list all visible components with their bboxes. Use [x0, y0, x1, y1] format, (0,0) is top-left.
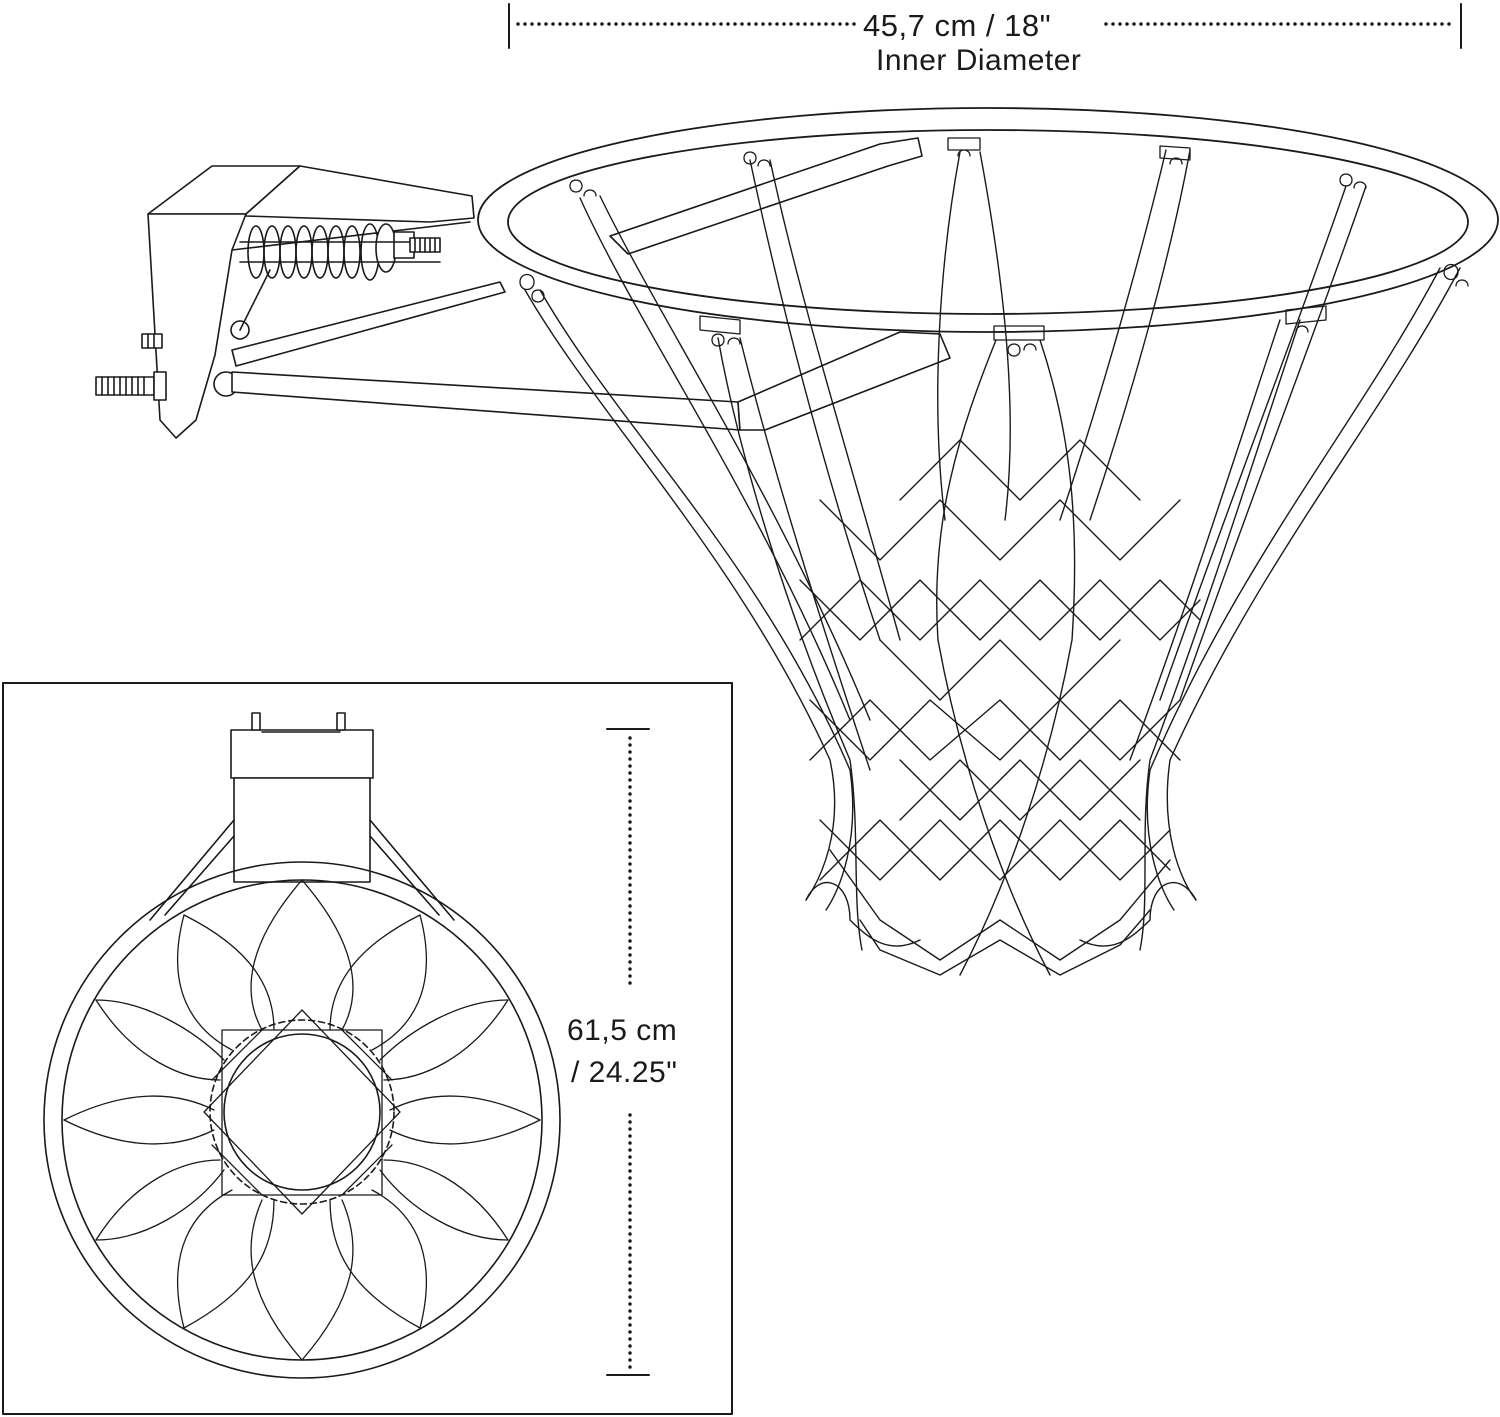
top-view-net: [63, 879, 541, 1361]
spring-coils: [239, 223, 441, 281]
top-view-drawing: [43, 712, 561, 1379]
depth-imperial-value: / 24.25": [571, 1056, 678, 1089]
net-perspective: [524, 149, 1461, 976]
net-hooks: [519, 137, 1469, 357]
rim-perspective: [477, 107, 1499, 357]
depth-metric-value: 61,5 cm: [567, 1014, 678, 1047]
inner-diameter-value: 45,7 cm / 18": [863, 8, 1052, 43]
bolt-upper-left: [141, 333, 163, 349]
bolt-upper: [409, 237, 441, 253]
bolt-lower-left: [95, 371, 167, 401]
depth-dimension-line: [606, 728, 650, 1376]
inner-diameter-dimension-line: [508, 3, 1462, 49]
rim-support-struts: [231, 137, 951, 431]
mounting-bracket: [95, 165, 475, 439]
inner-diameter-caption: Inner Diameter: [876, 44, 1082, 77]
